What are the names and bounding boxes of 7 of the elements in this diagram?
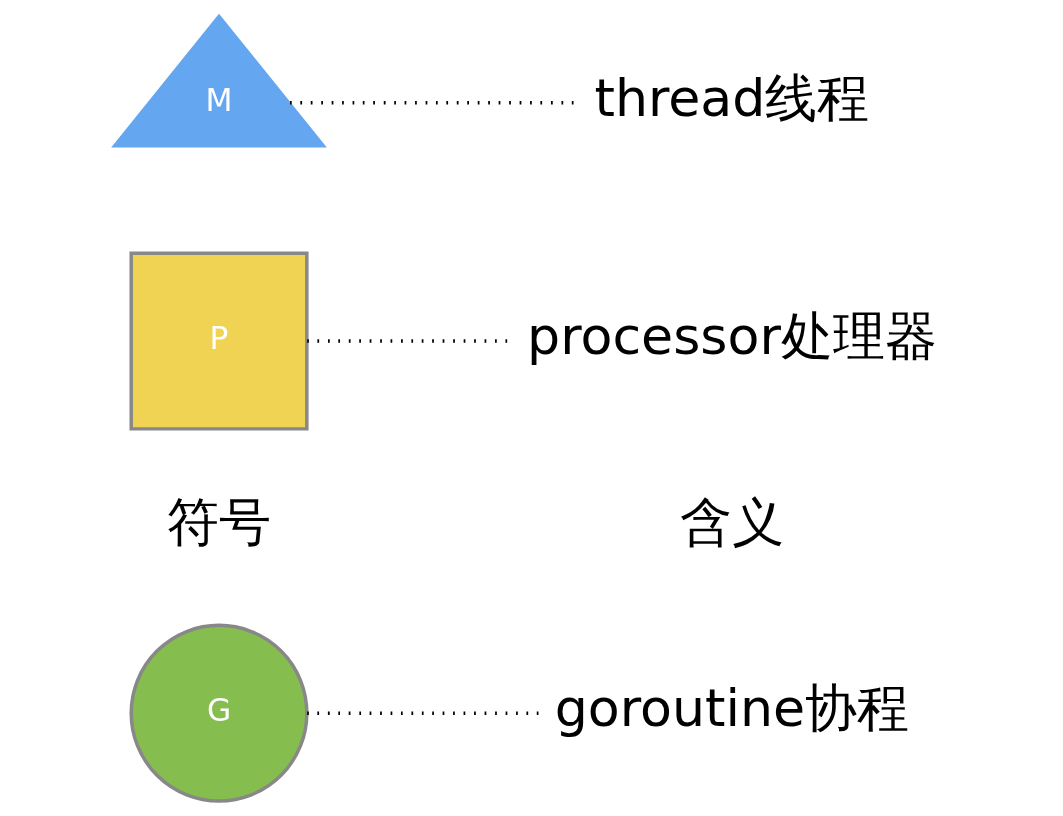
node-text: thread线程: [593, 67, 869, 128]
node-text: processor处理器: [526, 306, 937, 367]
label: 含义: [679, 492, 784, 553]
label: 符号: [166, 492, 271, 553]
node-circle: G: [128, 623, 309, 803]
node-box: P: [128, 251, 309, 431]
node-text: goroutine协程: [554, 678, 909, 739]
